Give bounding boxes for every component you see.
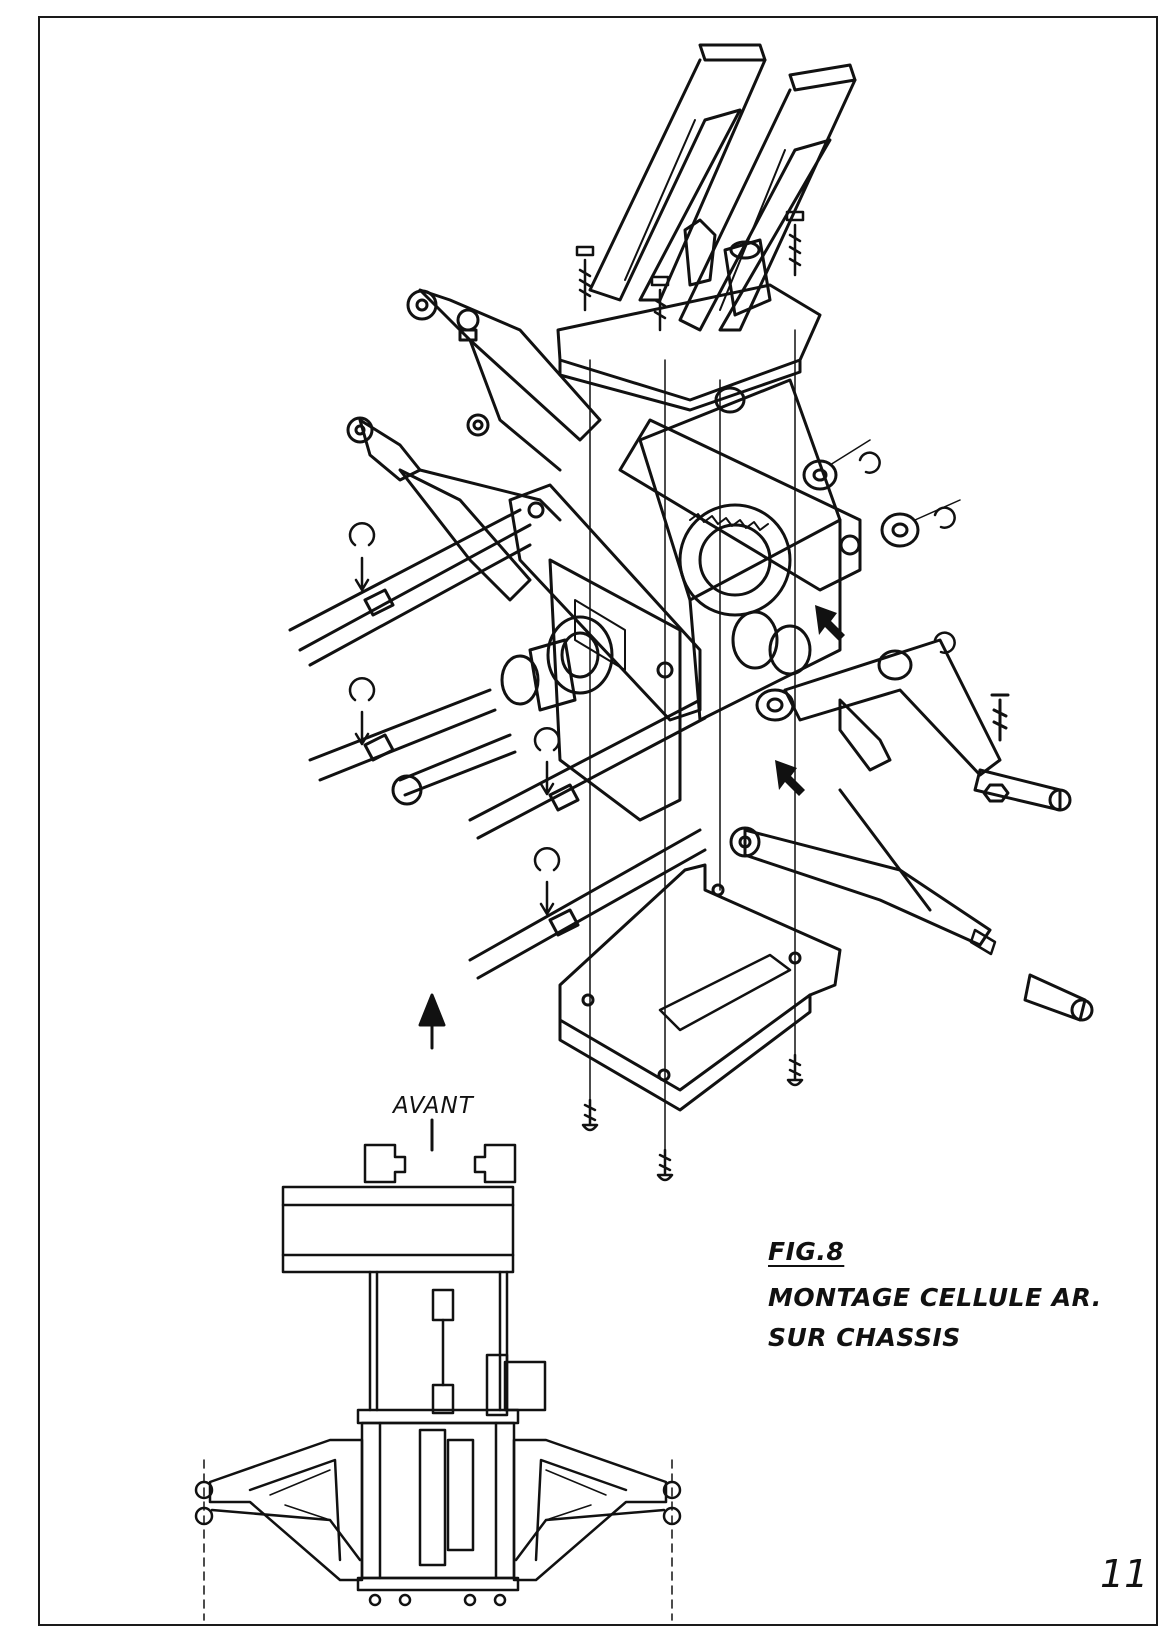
figure-caption: FIG.8 MONTAGE CELLULE AR. SUR CHASSIS [768,1232,1102,1358]
plan-view-drawing [194,1143,682,1621]
page-number: 11 [1100,1552,1149,1596]
lower-suspension-arm-right [755,638,1072,812]
bearing-hub-left [500,615,614,712]
lower-suspension-arm-front [729,788,1094,1022]
rod-end-left-upper [346,416,562,602]
figure-number: FIG.8 [768,1237,845,1266]
avant-arrow-icon [418,993,446,1152]
caption-line-2: SUR CHASSIS [768,1323,961,1352]
direction-label-avant: AVANT [393,1093,474,1119]
top-plate-screws [575,210,805,332]
page-border [38,16,1158,1626]
top-plate [556,283,822,412]
assembly-guide-lines [589,329,796,1161]
direction-arrows [775,605,845,796]
bulkhead-right [618,418,862,592]
lower-screws [581,1053,804,1182]
drive-shafts-left [288,508,707,980]
rear-plate [548,558,682,822]
upper-suspension-arm-left [406,288,602,472]
bearing-hub-right [731,610,812,676]
caption-line-1: MONTAGE CELLULE AR. [768,1283,1102,1312]
washers-right [714,386,961,548]
lower-base-plate [558,863,842,1112]
bulkhead-left [508,483,702,722]
e-clip-group [348,451,956,916]
